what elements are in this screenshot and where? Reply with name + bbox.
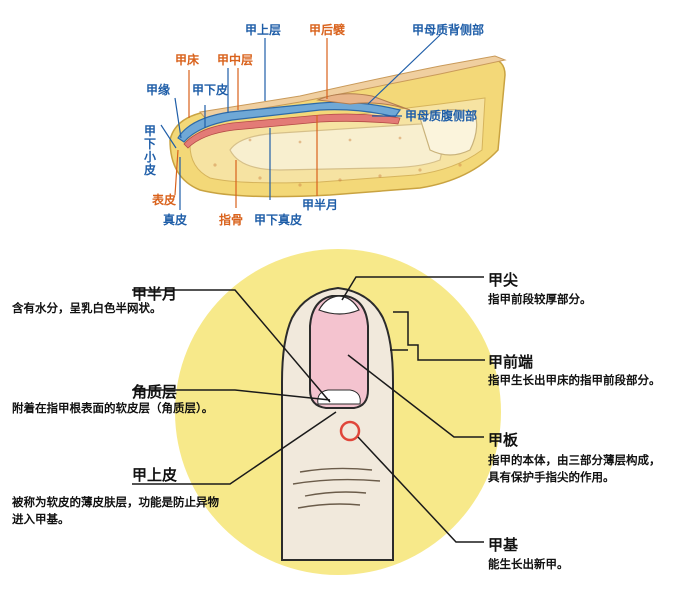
title-jiao-zhi-ceng: 角质层 (132, 383, 178, 401)
label-jia-xia-pi: 甲下皮 (192, 83, 229, 97)
label-jia-hou-bi: 甲后襞 (309, 23, 346, 37)
label-jia-ban-yue-top: 甲半月 (302, 198, 339, 212)
label-jia-mu-zhi-fu-ce: 甲母质腹侧部 (405, 109, 478, 123)
top-leader-lines-orange (174, 38, 328, 208)
nail-cross-section-diagram (160, 34, 507, 210)
label-jia-yuan: 甲缘 (146, 83, 171, 97)
title-jia-ji: 甲基 (488, 536, 519, 554)
label-jia-xia-zhen-pi: 甲下真皮 (254, 213, 303, 227)
title-jia-shang-pi: 甲上皮 (132, 466, 178, 484)
desc-jia-jian: 指甲前段较厚部分。 (488, 292, 592, 306)
desc-jiao-zhi-ceng: 附着在指甲根表面的软皮层（角质层）。 (12, 401, 214, 415)
desc-jia-ban: 指甲的本体，由三部分薄层构成，具有保护手指尖的作用。 (488, 453, 661, 484)
lunula (317, 389, 361, 405)
nail-plate-outline (309, 295, 369, 409)
label-zhi-gu: 指骨 (219, 213, 244, 227)
bottom-leader-lines (132, 276, 485, 543)
joint-bone (419, 109, 478, 156)
tissue-texture (213, 136, 462, 187)
knuckle-creases (292, 467, 381, 509)
label-jia-zhong-ceng: 甲中层 (217, 53, 254, 67)
label-jia-chuang: 甲床 (175, 53, 200, 67)
proximal-fold (316, 93, 411, 111)
matrix-marker (339, 420, 361, 442)
nail-tip (318, 295, 360, 315)
desc-jia-ban-yue: 含有水分，呈乳白色半网状。 (12, 301, 162, 315)
label-biao-pi: 表皮 (152, 193, 177, 207)
title-jia-ban: 甲板 (488, 431, 519, 449)
label-jia-shang-ceng: 甲上层 (245, 23, 282, 37)
label-jia-xia-xiao-pi: 甲下小皮 (143, 124, 156, 177)
title-jia-jian: 甲尖 (488, 271, 519, 289)
desc-jia-shang-pi: 被称为软皮的薄皮肤层，功能是防止异物进入甲基。 (12, 495, 219, 526)
title-jia-qian-duan: 甲前端 (488, 353, 534, 371)
label-jia-mu-zhi-bei-ce: 甲母质背侧部 (412, 23, 485, 37)
nail-bed (183, 113, 401, 149)
desc-jia-ji: 能生长出新甲。 (488, 557, 569, 571)
title-jia-ban-yue: 甲半月 (132, 285, 178, 303)
label-zhen-pi: 真皮 (163, 213, 188, 227)
top-leader-lines-blue (160, 34, 441, 210)
desc-jia-qian-duan: 指甲生长出甲床的指甲前段部分。 (488, 373, 661, 387)
